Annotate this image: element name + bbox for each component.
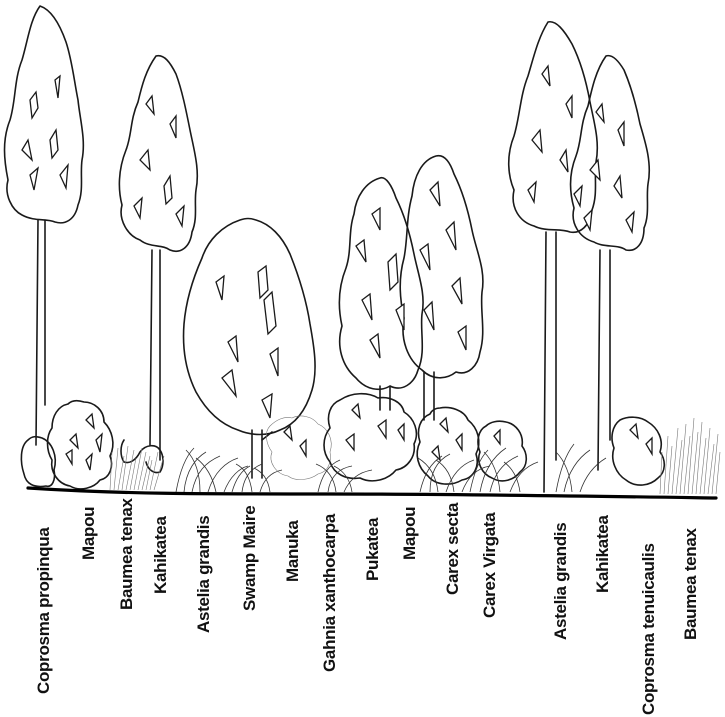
species-label: Manuka xyxy=(283,520,302,582)
species-label: Coprosma tenuicaulis xyxy=(639,543,658,715)
species-label: Kahikatea xyxy=(151,516,170,594)
species-label: Coprosma propinqua xyxy=(34,527,53,694)
tree-kahikatea-left-1 xyxy=(3,5,85,446)
shrub-gahnia-mound xyxy=(323,392,418,482)
shrub-carex-virgata-mound xyxy=(477,420,528,482)
tree-kahikatea-left-2 xyxy=(118,54,199,461)
shrub-coprosma-tenuicaulis xyxy=(611,416,666,486)
tree-kahikatea-right-2 xyxy=(569,54,651,471)
grass-carex-secta xyxy=(417,453,491,493)
grass-astelia-left xyxy=(175,447,249,493)
grass-baumea-right xyxy=(659,417,721,495)
species-label: Astelia grandis xyxy=(551,523,570,640)
shrub-baumea-left-mound xyxy=(120,439,164,474)
grass-gahnia xyxy=(315,459,373,493)
species-label: Baumea tenax xyxy=(681,527,700,640)
species-label: Kahikatea xyxy=(593,515,612,593)
shrub-coprosma-propinqua-left xyxy=(20,435,57,488)
species-label: Carex Virgata xyxy=(480,512,499,618)
ground-line xyxy=(26,486,718,500)
shrub-manuka xyxy=(266,415,332,480)
tree-kahikatea-right-1 xyxy=(507,20,599,493)
species-label: Carex secta xyxy=(443,502,462,595)
grass-swamp-maire-base xyxy=(231,463,283,493)
tree-pukatea xyxy=(338,154,484,421)
species-label: Baumea tenax xyxy=(117,497,136,610)
species-label: Pukatea xyxy=(363,517,382,581)
species-label: Swamp Maire xyxy=(240,506,259,611)
grass-carex-virgata xyxy=(469,447,539,493)
species-label: Gahnia xanthocarpa xyxy=(320,513,339,672)
tree-swamp-maire xyxy=(182,217,316,479)
grass-baumea-left xyxy=(109,445,165,491)
species-label: Astelia grandis xyxy=(194,516,213,633)
species-label: Mapou xyxy=(400,507,419,560)
shrub-mapou-right xyxy=(416,406,480,485)
shrub-mapou-left xyxy=(46,399,114,490)
grass-astelia-right xyxy=(555,443,607,493)
species-label: Mapou xyxy=(79,507,98,560)
